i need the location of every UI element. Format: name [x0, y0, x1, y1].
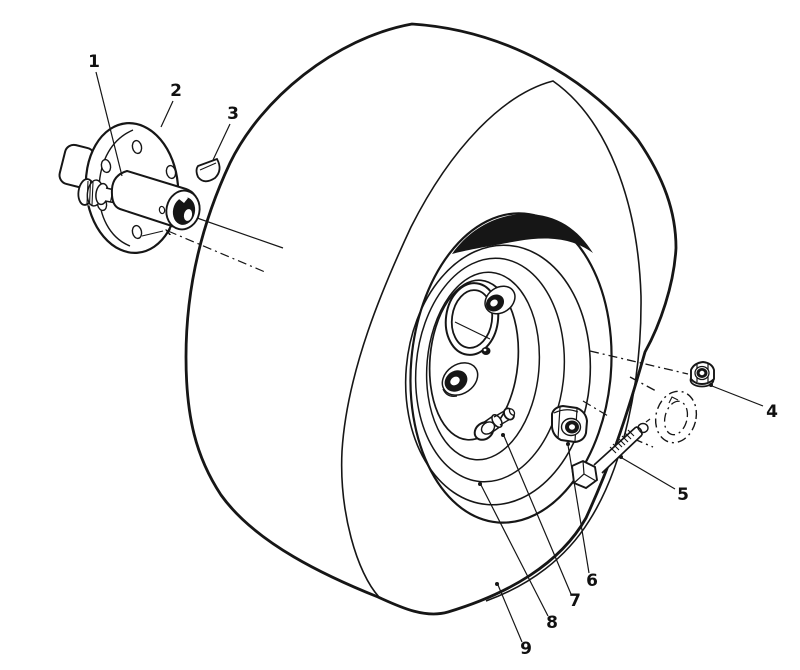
part-label-4: 4: [766, 402, 778, 422]
leader-2: [160, 100, 174, 128]
small-rim-hole: [481, 347, 491, 355]
keyway-marker: x: [165, 227, 172, 238]
alignment-line-dashdot: [167, 230, 266, 273]
valve-stem: [473, 407, 516, 441]
part-label-5: 5: [677, 485, 689, 505]
stud-spline-hatches: [86, 180, 94, 206]
axis-line-through-bore: [454, 321, 491, 340]
phantom-keyway-notch: [668, 396, 679, 404]
leader-7: [503, 435, 572, 595]
leader-1: [95, 71, 123, 177]
rim-shadow-crescent: [452, 213, 593, 254]
hub-bore-keyway: [179, 194, 188, 203]
part-label-9: 9: [520, 639, 532, 659]
leader-lines: [95, 71, 764, 643]
part-label-2: 2: [170, 81, 182, 101]
part-labels: 1 2 3 4 5 6 7 8 9: [88, 52, 778, 659]
barrel-pin-hole: [158, 205, 166, 215]
part-label-7: 7: [569, 591, 581, 611]
tire: [184, 22, 678, 616]
rim-ring-middle: [414, 257, 566, 483]
wheel-rim: [404, 212, 613, 524]
leader-4: [711, 385, 764, 407]
lug-nut-on-rim: [551, 404, 589, 444]
part-label-8: 8: [546, 613, 558, 633]
leader-5: [621, 457, 676, 490]
leader-3: [212, 123, 231, 161]
flange-nut: [689, 361, 715, 388]
bolt-threads: [609, 429, 635, 454]
keyway-pointer-line: [141, 230, 164, 237]
woodruff-key: [195, 157, 221, 183]
wheel-center-bore-inner: [450, 289, 494, 349]
part-label-6: 6: [586, 571, 598, 591]
axis-line-short: [582, 400, 609, 417]
axis-line-right: [589, 350, 689, 375]
tread-sidewall-boundary: [340, 80, 642, 602]
leader-8: [480, 484, 549, 617]
stud-hole-upper: [484, 285, 516, 315]
hub-assembly: x: [58, 122, 221, 254]
rim-ring-outer: [404, 244, 592, 506]
part-label-3: 3: [227, 104, 239, 124]
rim-ring-inner: [425, 271, 541, 461]
tire-outer-silhouette: [184, 22, 678, 616]
bolt: [570, 426, 643, 490]
stud-hole-lower: [441, 362, 479, 397]
leader-6: [567, 444, 590, 574]
part-label-1: 1: [88, 52, 100, 72]
leader-9: [497, 584, 523, 643]
